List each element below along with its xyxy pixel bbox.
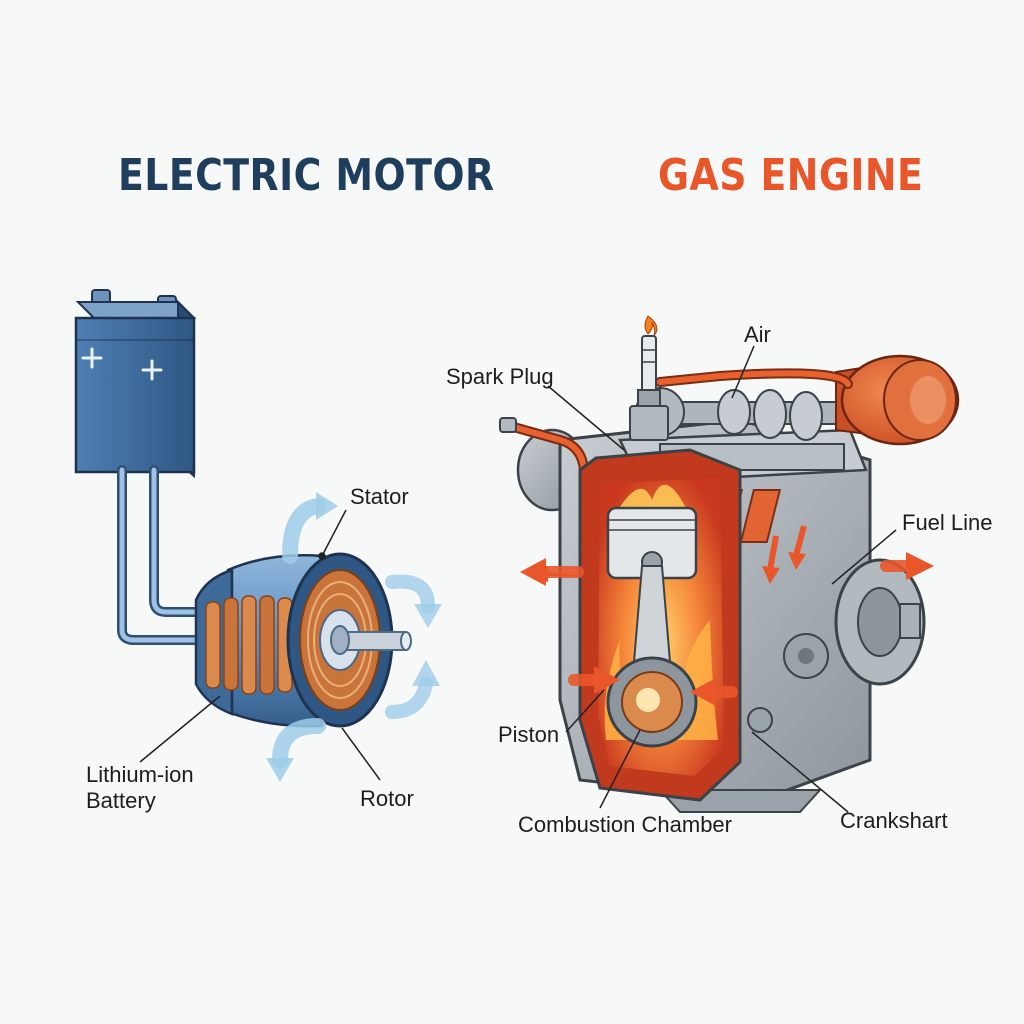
airflow-arrows: [266, 492, 442, 782]
spark-plug: [629, 315, 669, 441]
electric-leader-lines: [139, 509, 381, 781]
electric-motor-title: ELECTRIC MOTOR: [118, 150, 495, 201]
gas-engine-title: GAS ENGINE: [658, 150, 924, 201]
label-combustion-chamber: Combustion Chamber: [518, 812, 732, 837]
label-battery-line1: Lithium-ion: [86, 762, 194, 787]
connecting-rod: [606, 565, 698, 748]
combustion-cutaway: [578, 448, 742, 802]
gas-leader-lines: [547, 345, 897, 813]
label-piston: Piston: [498, 722, 560, 747]
copper-windings: [205, 595, 293, 695]
label-battery-line2: Battery: [86, 788, 156, 813]
fuel-and-air-lines: [499, 368, 853, 475]
label-crankshaft: Crankshart: [840, 808, 948, 833]
label-air: Air: [744, 322, 771, 347]
intake-arrows: [762, 525, 807, 584]
air-filter: [835, 354, 960, 446]
plus-icon: [81, 347, 163, 381]
battery: [74, 289, 197, 479]
exhaust-arrows: [520, 525, 934, 706]
label-fuel-line: Fuel Line: [902, 510, 993, 535]
motor: [194, 552, 412, 728]
battery-cables: [117, 465, 205, 645]
shaft: [330, 625, 412, 655]
label-spark-plug: Spark Plug: [446, 364, 554, 389]
label-rotor: Rotor: [360, 786, 414, 811]
label-stator: Stator: [350, 484, 409, 509]
